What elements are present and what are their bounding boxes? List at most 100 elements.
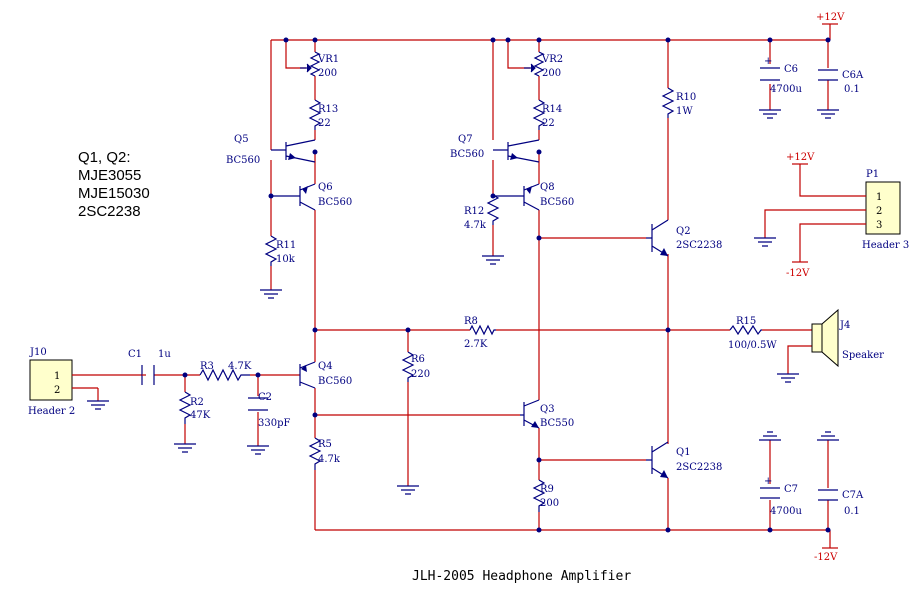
vr1-symbol bbox=[309, 51, 321, 77]
j10-ref: J10 bbox=[29, 347, 47, 358]
transistors bbox=[271, 139, 669, 479]
c7-value: 4700u bbox=[770, 506, 802, 517]
note-line-3: MJE15030 bbox=[78, 185, 150, 202]
gnd-c6a bbox=[817, 109, 839, 119]
vr2-symbol bbox=[533, 51, 545, 77]
c1-value: 1u bbox=[158, 349, 171, 360]
q5-value: BC560 bbox=[226, 155, 260, 166]
wires bbox=[97, 24, 840, 548]
r15-symbol bbox=[729, 324, 762, 336]
c2-value: 330pF bbox=[258, 418, 290, 429]
p1-ref: P1 bbox=[866, 169, 879, 180]
r10-symbol bbox=[661, 87, 675, 118]
junctions bbox=[182, 37, 831, 533]
r9-ref: R9 bbox=[540, 484, 554, 495]
q1-ref: Q1 bbox=[676, 447, 691, 458]
r13-symbol bbox=[308, 99, 322, 130]
grounds bbox=[87, 109, 839, 495]
r14-ref: R14 bbox=[542, 104, 562, 115]
capacitors: + + bbox=[141, 56, 838, 501]
schematic-title: JLH-2005 Headphone Amplifier bbox=[412, 569, 631, 584]
note-line-4: 2SC2238 bbox=[78, 203, 141, 220]
c7a-symbol bbox=[818, 489, 838, 501]
r12-ref: R12 bbox=[464, 206, 484, 217]
r12-symbol bbox=[486, 194, 500, 225]
vr1-ref: VR1 bbox=[317, 54, 339, 65]
r13-value: 22 bbox=[318, 118, 331, 129]
c6a-symbol bbox=[818, 69, 838, 81]
gnd-c7a bbox=[817, 431, 839, 441]
gnd-r11 bbox=[260, 289, 282, 299]
vee-p1: -12V bbox=[786, 268, 810, 279]
r2-value: 47K bbox=[190, 410, 211, 421]
r3-ref: R3 bbox=[200, 361, 214, 372]
p1-pin3: 3 bbox=[876, 220, 882, 231]
svg-text:+: + bbox=[764, 56, 772, 67]
q3-symbol bbox=[520, 399, 540, 429]
j4-ref: J4 bbox=[839, 320, 850, 331]
q4-value: BC560 bbox=[318, 376, 352, 387]
q2-symbol bbox=[646, 219, 669, 257]
c6-value: 4700u bbox=[770, 84, 802, 95]
potentiometers bbox=[300, 51, 545, 77]
note-line-2: MJE3055 bbox=[78, 167, 141, 184]
p1-connector: 1 2 3 P1 Header 3 bbox=[840, 169, 909, 251]
note-line-1: Q1, Q2: bbox=[78, 149, 131, 166]
q6-value: BC560 bbox=[318, 197, 352, 208]
j10-name: Header 2 bbox=[28, 406, 75, 417]
vr2-value: 200 bbox=[542, 68, 561, 79]
j10-connector: 1 2 J10 Header 2 bbox=[28, 347, 98, 417]
vr1-value: 200 bbox=[318, 68, 337, 79]
c7-symbol bbox=[760, 487, 780, 499]
q5-symbol bbox=[271, 139, 316, 163]
q8-symbol bbox=[493, 183, 540, 211]
c7a-value: 0.1 bbox=[844, 506, 860, 517]
r2-symbol bbox=[178, 391, 192, 424]
q1-value: 2SC2238 bbox=[676, 462, 722, 473]
q4-symbol bbox=[299, 361, 316, 389]
r14-value: 22 bbox=[542, 118, 555, 129]
r6-ref: R6 bbox=[411, 354, 425, 365]
r13-ref: R13 bbox=[318, 104, 338, 115]
gnd-c2 bbox=[247, 445, 269, 455]
q6-ref: Q6 bbox=[318, 182, 333, 193]
r8-value: 2.7K bbox=[464, 339, 488, 350]
r6-value: 220 bbox=[411, 369, 430, 380]
r6-symbol bbox=[401, 351, 415, 382]
r3-value: 4.7K bbox=[228, 361, 252, 372]
r3-symbol bbox=[199, 368, 250, 382]
j4-name: Speaker bbox=[842, 350, 884, 361]
q7-symbol bbox=[493, 139, 540, 163]
c7-ref: C7 bbox=[784, 484, 798, 495]
q7-ref: Q7 bbox=[458, 134, 473, 145]
r10-value: 1W bbox=[676, 106, 693, 117]
q8-ref: Q8 bbox=[540, 182, 555, 193]
gnd-speaker bbox=[777, 373, 799, 383]
component-labels: C1 1u R3 4.7K R2 47K C2 330pF Q4 BC560 R… bbox=[128, 54, 864, 517]
gnd-j10 bbox=[87, 400, 109, 410]
r8-symbol bbox=[469, 324, 496, 336]
q1-symbol bbox=[646, 441, 669, 479]
r5-symbol bbox=[308, 437, 322, 470]
r10-ref: R10 bbox=[676, 92, 696, 103]
r15-ref: R15 bbox=[736, 316, 756, 327]
c6-symbol bbox=[760, 67, 780, 81]
r11-ref: R11 bbox=[276, 240, 296, 251]
r9-symbol bbox=[532, 479, 546, 512]
j10-pin2: 2 bbox=[54, 385, 60, 396]
r12-value: 4.7k bbox=[464, 220, 487, 231]
speaker-symbol: J4 Speaker bbox=[811, 308, 884, 368]
r14-symbol bbox=[532, 99, 546, 130]
vcc-top: +12V bbox=[816, 12, 845, 23]
r9-value: 200 bbox=[540, 498, 559, 509]
c2-ref: C2 bbox=[258, 392, 272, 403]
gnd-r12 bbox=[482, 255, 504, 265]
resistors bbox=[178, 87, 762, 512]
p1-name: Header 3 bbox=[862, 240, 909, 251]
q2-ref: Q2 bbox=[676, 226, 691, 237]
r15-value: 100/0.5W bbox=[728, 340, 777, 351]
j10-pin1: 1 bbox=[54, 371, 60, 382]
c7a-ref: C7A bbox=[842, 490, 864, 501]
r8-ref: R8 bbox=[464, 316, 478, 327]
